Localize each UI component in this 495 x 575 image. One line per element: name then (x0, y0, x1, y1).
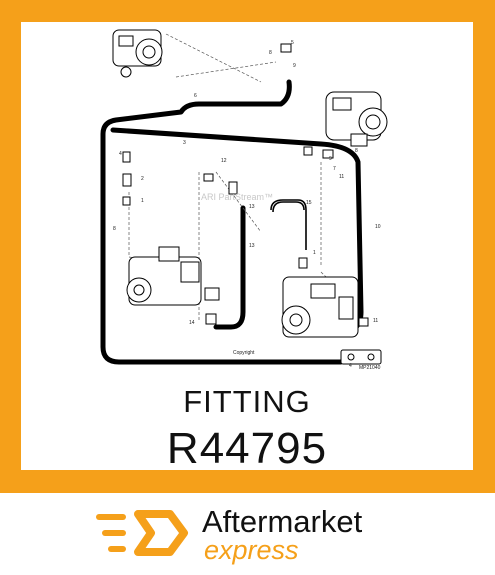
callout-1a: 1 (141, 198, 144, 204)
callout-13b: 13 (249, 243, 255, 249)
copyright-text: Copyright (233, 350, 255, 356)
callout-4b: 4 (349, 363, 352, 369)
brand-line2: express (204, 535, 299, 565)
brand-logo[interactable]: Aftermarket express (96, 502, 396, 566)
callout-8a: 8 (269, 50, 272, 56)
callout-15: 15 (306, 200, 312, 206)
part-number: R44795 (166, 424, 328, 473)
hose-outer-loop (100, 79, 344, 365)
callout-labels: 5 8 9 6 3 4 2 1 8 12 13 13 15 1 14 9 7 1… (113, 40, 381, 371)
callout-1b: 1 (313, 250, 316, 256)
product-panel: 5 8 9 6 3 4 2 1 8 12 13 13 15 1 14 9 7 1… (21, 22, 473, 473)
callout-4: 4 (119, 151, 122, 157)
callout-11a: 11 (339, 174, 344, 180)
pump-top-left (112, 29, 163, 78)
parts-diagram: 5 8 9 6 3 4 2 1 8 12 13 13 15 1 14 9 7 1… (100, 29, 388, 371)
callout-8b: 8 (113, 226, 116, 232)
hexagon-speed-icon (96, 510, 188, 556)
callout-6: 6 (194, 93, 197, 99)
brand-line1: Aftermarket (202, 504, 363, 539)
figure-code: MP21040 (359, 365, 381, 371)
watermark: ARI PartStream™ (201, 192, 273, 202)
callout-3: 3 (183, 140, 186, 146)
callout-13a: 13 (249, 204, 255, 210)
callout-8c: 8 (355, 148, 358, 154)
callout-9b: 9 (329, 156, 332, 162)
callout-2: 2 (141, 176, 144, 182)
orange-frame: 5 8 9 6 3 4 2 1 8 12 13 13 15 1 14 9 7 1… (0, 0, 495, 493)
pump-lower-left (126, 246, 202, 306)
callout-5: 5 (291, 40, 294, 46)
steel-line (270, 199, 307, 250)
pump-lower-right (281, 276, 359, 338)
valve-block (340, 349, 382, 365)
callout-7: 7 (333, 166, 336, 172)
motor-top-right (325, 91, 388, 147)
hose-center-line (213, 205, 246, 330)
callout-14: 14 (189, 320, 195, 326)
fittings (122, 43, 369, 327)
callout-12: 12 (221, 158, 227, 164)
callout-10: 10 (375, 224, 381, 230)
callout-11b: 11 (373, 318, 378, 324)
product-name: FITTING (183, 384, 311, 419)
callout-9a: 9 (293, 63, 296, 69)
